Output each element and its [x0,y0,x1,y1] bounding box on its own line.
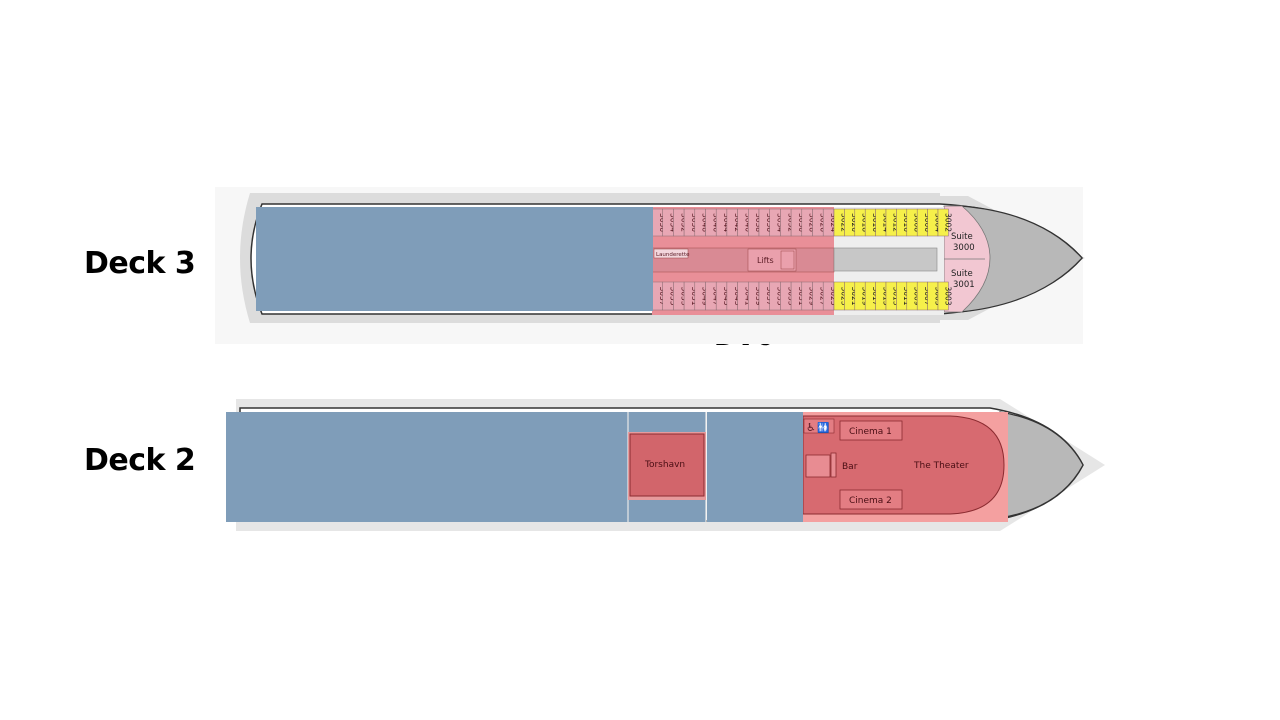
cabin-number: 3027 [818,286,827,305]
cinema-1-room [839,420,903,441]
suite-3000-number: 3000 [953,243,975,253]
theater-label: The Theater [913,461,969,471]
bar-pillar [830,452,837,478]
deck-2-masked-area-aft [226,412,628,522]
deck-2-masked-area-mid-top [628,412,706,432]
svg-text:♿: ♿ [806,421,816,434]
lifts-label: Lifts [757,256,774,265]
suite-3001-label: Suite [951,269,973,279]
cabin-3002: 3002 [937,208,953,237]
cabin-number: 3052 [679,213,688,232]
cabin-number: 3055 [669,286,678,305]
cabin-number: 3042 [733,213,742,232]
suite-3001-number: 3001 [953,280,975,290]
deck-2-plan: ♿ 🚻 Cinema 1 Cinema 2 Bar The Theater To… [226,399,1105,531]
cabin-number: 3025 [829,286,838,305]
deck-2-theater-block [802,415,1005,515]
cabin-number: 3024 [829,213,838,232]
cabin-3003: 3003 [937,281,953,311]
cabin-number: 3039 [754,286,763,305]
lifts-area [747,248,797,272]
svg-text:🚻: 🚻 [817,421,829,434]
cabin-number: 3035 [776,286,785,305]
cabin-row-bottom-yellow: 3023302130193017301530133011300930073005… [833,281,953,311]
suite-3000-label: Suite [951,232,973,242]
launderette-label: Launderette [656,252,690,258]
cabin-number: 3043 [733,286,742,305]
deck-2-masked-area-fore [707,412,803,522]
deck-3-bow [959,205,1083,313]
cabin-row-top-yellow: 3022302030183016301430123010300830063004… [833,208,953,237]
cabin-number: 3034 [776,213,785,232]
deck-2-label: Deck 2 [84,443,196,478]
cabin-number: 3028 [808,213,817,232]
cabin-number: 3047 [711,286,720,305]
cabin-number: 3054 [669,213,678,232]
cabin-number: 3026 [818,213,827,232]
deck-2-masked-area-mid-bottom [628,500,706,522]
stairs [780,250,795,270]
cabin-number: 3037 [765,286,774,305]
deck-3-label: Deck 3 [84,246,196,281]
cabin-number: 3053 [679,286,688,305]
cabin-number: 3030 [797,213,806,232]
cabin-number: 3044 [722,213,731,232]
deck-3-masked-area [256,207,653,311]
cabin-number: 3051 [690,286,699,305]
cabin-number: 3036 [765,213,774,232]
launderette-room [653,248,689,259]
cabin-number: 3046 [711,213,720,232]
bar-counter [805,454,831,478]
cinema-2-room [839,489,903,510]
cabin-number: 3033 [786,286,795,305]
cabin-number: 3050 [690,213,699,232]
cabin-number: 3038 [754,213,763,232]
cabin-number: 3032 [786,213,795,232]
cabin-number: 3031 [797,286,806,305]
cabin-number: 3045 [722,286,731,305]
cabin-number: 3040 [743,213,752,232]
restroom-icon: ♿ 🚻 [803,418,835,434]
cabin-number: 3056 [658,213,667,232]
cabin-number: 3057 [658,286,667,305]
cabin-number: 3048 [701,213,710,232]
cabin-number: 3003 [944,286,953,305]
cinema-1-label: Cinema 1 [849,427,892,437]
deck-3-fore-void [833,247,938,272]
torshavn-label: Torshavn [644,460,685,470]
deck-2-bow [999,411,1084,519]
cabin-number: 3049 [701,286,710,305]
cinema-2-label: Cinema 2 [849,496,892,506]
cabin-number: 3002 [944,213,953,232]
cabin-number: 3041 [743,286,752,305]
cabin-number: 3029 [808,286,817,305]
torshavn-room [629,433,705,497]
bar-label: Bar [842,462,858,472]
